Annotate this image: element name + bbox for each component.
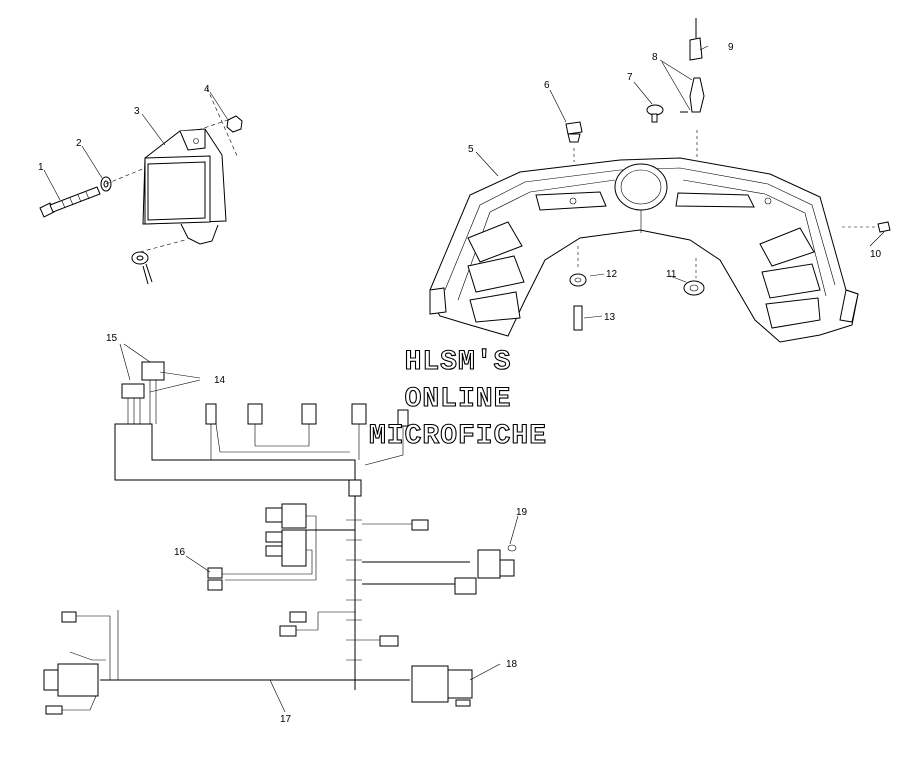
grommet-part	[565, 121, 583, 143]
screw-part	[842, 221, 891, 233]
callout-7: 7	[627, 72, 633, 83]
callout-14: 14	[214, 375, 226, 386]
callout-13: 13	[604, 312, 616, 323]
regulator-box-part	[142, 128, 227, 245]
nut-part	[226, 115, 243, 133]
callout-12: 12	[606, 269, 618, 280]
callout-3: 3	[134, 106, 140, 117]
callout-4: 4	[204, 84, 210, 95]
harness-branches-top	[205, 403, 409, 466]
callout-19: 19	[516, 507, 528, 518]
callout-8: 8	[652, 52, 658, 63]
callout-labels: 1 2 3 4 5 6 7 8 9 10 11 12 13 14 15 16 1…	[38, 42, 882, 725]
callout-5: 5	[468, 144, 474, 155]
callout-10: 10	[870, 249, 882, 260]
leader-lines	[43, 45, 885, 713]
callout-9: 9	[728, 42, 734, 53]
grommet-small-part	[569, 246, 587, 287]
callout-18: 18	[506, 659, 518, 670]
watermark-line-2: ONLINE	[405, 384, 512, 415]
callout-16: 16	[174, 547, 186, 558]
pin-part	[573, 305, 583, 331]
watermark-line-3: MICROFICHE	[369, 421, 547, 452]
callout-17: 17	[280, 714, 292, 725]
callout-11: 11	[666, 269, 677, 280]
dash-panel-part	[429, 157, 859, 343]
nut-insert-part	[683, 258, 705, 296]
watermark-line-1: HLSM'S	[405, 347, 512, 378]
regulator-assembly	[39, 87, 243, 285]
callout-15: 15	[106, 333, 118, 344]
switch-plug-part	[689, 18, 703, 61]
switch-part	[680, 77, 705, 113]
push-rivet-part	[646, 104, 664, 123]
ground-eyelet-part	[131, 251, 153, 285]
watermark: HLSM'S ONLINE MICROFICHE	[368, 346, 547, 452]
bolt-part	[39, 186, 101, 218]
callout-6: 6	[544, 80, 550, 91]
callout-2: 2	[76, 138, 82, 149]
callout-1: 1	[38, 162, 44, 173]
dash-hardware	[565, 18, 891, 331]
wiring-harness	[43, 361, 517, 715]
